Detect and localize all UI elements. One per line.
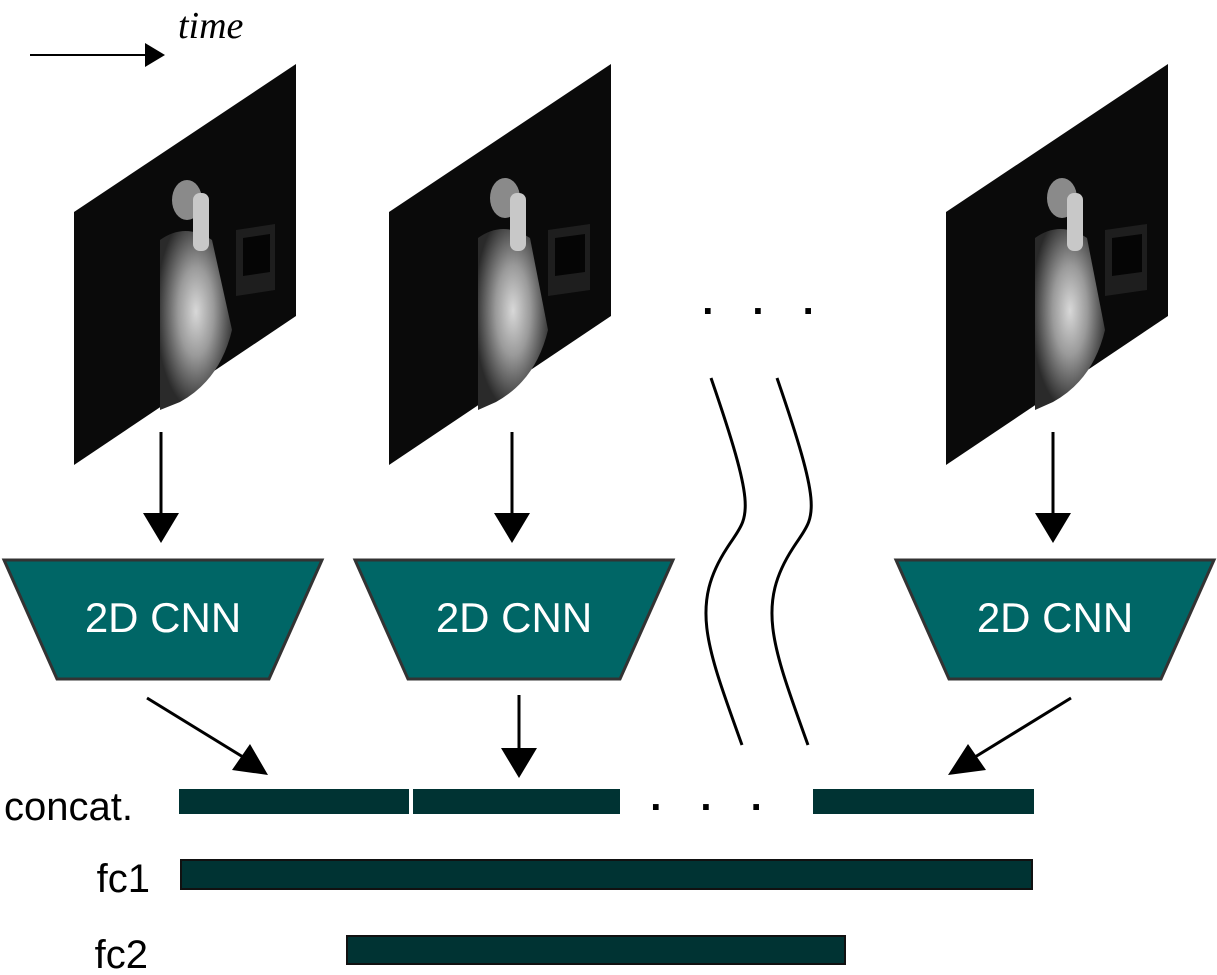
- frame-to-cnn-arrow-1: [143, 432, 179, 543]
- person-image: [1035, 178, 1147, 410]
- cnn-block-2: 2D CNN: [352, 558, 676, 681]
- break-marks: [704, 377, 813, 746]
- cnn-label: 2D CNN: [85, 594, 241, 641]
- fc2-layer: [346, 935, 846, 965]
- concat-label: concat.: [4, 785, 133, 829]
- cnn-to-concat-arrow-1: [146, 696, 268, 775]
- fc1-label: fc1: [97, 857, 150, 901]
- person-image: [160, 180, 275, 410]
- cnn-block-1: 2D CNN: [1, 558, 325, 681]
- cnn-to-concat-arrow-2: [501, 695, 537, 778]
- frame-to-cnn-arrow-2: [494, 432, 530, 543]
- concat-segment-2: [413, 789, 620, 814]
- video-frame-3: [946, 64, 1168, 465]
- concat-segment-1: [179, 789, 409, 814]
- time-label: time: [178, 5, 244, 47]
- video-frame-2: [389, 64, 611, 465]
- cnn-label: 2D CNN: [436, 594, 592, 641]
- fc1-layer: [180, 859, 1033, 890]
- video-frame-1: [74, 64, 296, 465]
- cnn-label: 2D CNN: [977, 594, 1133, 641]
- cnn-block-3: 2D CNN: [893, 558, 1217, 681]
- ellipsis-concat: . . .: [650, 775, 776, 819]
- time-arrow: [30, 43, 165, 67]
- concat-layer: [179, 789, 1034, 814]
- cnn-to-concat-arrow-3: [948, 696, 1072, 775]
- ellipsis-top: . . .: [702, 279, 828, 323]
- person-image: [478, 178, 590, 410]
- concat-segment-3: [813, 789, 1034, 814]
- frame-to-cnn-arrow-3: [1035, 432, 1071, 543]
- fc2-label: fc2: [95, 933, 148, 975]
